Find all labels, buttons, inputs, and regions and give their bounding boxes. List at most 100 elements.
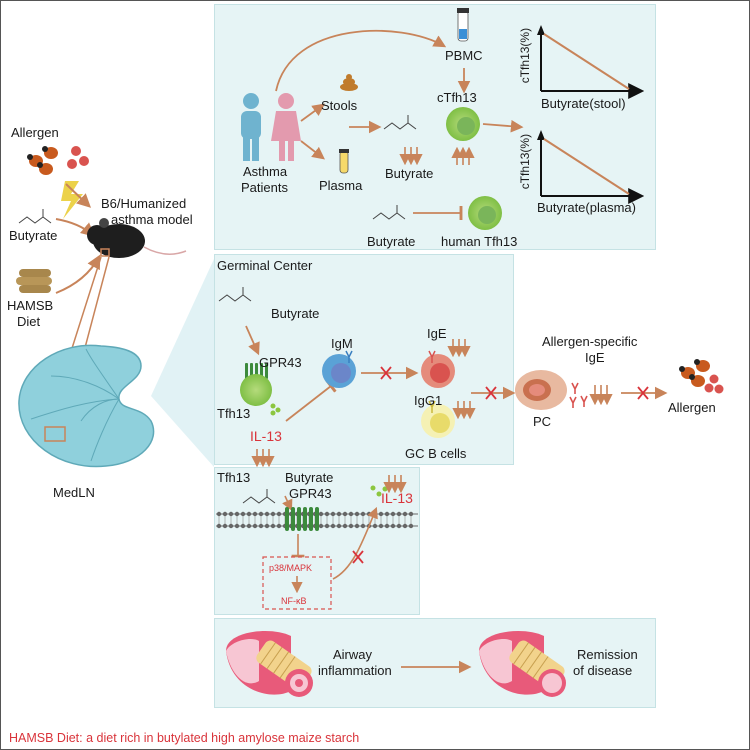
lipid-head [234,511,240,517]
lipid-head [360,511,366,517]
block-cross-pc-icon [485,386,497,400]
lipid-head [336,511,342,517]
block-cross-icon [380,366,392,380]
gc-butyrate-label: Butyrate [271,306,320,321]
allergen-specific-label-line2: IgE [585,350,605,365]
lymph-node-icon [18,344,155,468]
hamsb-diet-icon [16,269,52,293]
lipid-head [378,511,384,517]
lipid-head [258,523,264,529]
lipid-head [270,511,276,517]
lipid-head [216,523,222,529]
lipid-head [348,523,354,529]
antibody-icon [569,382,588,408]
lipid-head [228,523,234,529]
antibody-decrease-arrows-icon [589,385,613,406]
pbmc-tube-icon [457,8,469,42]
remission-label-line1: Remission [577,647,638,662]
pbmc-label: PBMC [445,48,483,63]
remission-label-line2: of disease [573,663,633,678]
pc-label: PC [533,414,552,429]
patient-female-icon [271,93,301,161]
projection-wedge [151,259,214,467]
il13-label: IL-13 [250,428,282,444]
germinal-center-panel [214,254,514,465]
lipid-head [222,523,228,529]
lipid-head [408,511,414,517]
gpr43-label: GPR43 [259,355,302,370]
tfh13-label: Tfh13 [217,406,251,421]
lipid-head [396,511,402,517]
model-label-line1: B6/Humanized [101,196,187,211]
lipid-head [366,511,372,517]
allergen-right-icon [679,359,724,394]
lightning-icon [61,181,83,219]
lipid-head [354,523,360,529]
p38-mapk-label: p38/MAPK [269,563,313,573]
lipid-head [222,511,228,517]
il13-decrease-arrows-icon [251,449,275,468]
igg1-decrease-arrows-icon [452,401,476,420]
lipid-head [264,511,270,517]
lipid-head [384,511,390,517]
patients-label-line2: Patients [241,180,288,195]
butyrate-decrease-arrows-icon [399,147,423,166]
allergen-right-label: Allergen [668,400,716,415]
patients-label-line1: Asthma [243,164,288,179]
footnote: HAMSB Diet: a diet rich in butylated hig… [9,731,360,745]
lipid-head [252,523,258,529]
lipid-head [252,511,258,517]
ige-decrease-arrows-icon [447,339,471,358]
lipid-head [276,523,282,529]
lipid-head [402,523,408,529]
plot2-xlabel: Butyrate(plasma) [537,200,636,215]
nfkb-label: NF-κB [281,596,307,606]
lipid-head [318,523,324,529]
butyrate-bottom-label: Butyrate [367,234,416,249]
lipid-head [264,523,270,529]
igg1-b-cell-icon [421,400,455,438]
airway-label-line1: Airway [333,647,373,662]
healthy-lung-icon [479,631,566,697]
lipid-head [396,523,402,529]
patient-male-icon [241,93,261,161]
plasma-cell-icon [515,370,567,410]
stools-label: Stools [321,98,358,113]
butyrate-molecule-mid-icon [383,115,417,130]
gpr43-membrane-icon [285,507,319,531]
lipid-head [228,511,234,517]
correlation-plot-stool [537,25,645,99]
il13-granules-icon [270,403,281,416]
lipid-head [318,511,324,517]
lipid-head [324,511,330,517]
igm-b-cell-icon [322,350,356,388]
ctfh13-label: cTfh13 [437,90,477,105]
lipid-head [354,511,360,517]
plot1-ylabel: cTfh13(%) [518,27,533,84]
ige-b-cell-icon [421,350,455,388]
lipid-head [246,511,252,517]
allergen-particle-icon [67,146,89,169]
inflamed-lung-icon [226,631,313,697]
lipid-head [384,523,390,529]
il13-sig-decrease-arrows-icon [383,475,407,494]
signaling-box [262,556,332,610]
butyrate-mid-label: Butyrate [385,166,434,181]
plot1-xlabel: Butyrate(stool) [541,96,626,111]
lipid-head [348,511,354,517]
butyrate-label-left: Butyrate [9,228,58,243]
sig-tfh13-label: Tfh13 [217,470,251,485]
lipid-head [258,511,264,517]
diet-label-line1: HAMSB [7,298,54,313]
model-label-line2: asthma model [111,212,193,227]
lipid-head [270,523,276,529]
lipid-head [408,523,414,529]
lipid-head [378,523,384,529]
lipid-head [276,511,282,517]
block-cross-sig-icon [352,550,364,564]
lipid-head [240,523,246,529]
igg1-label: IgG1 [414,393,443,408]
igm-label: IgM [331,336,353,351]
butyrate-molecule-icon [18,209,52,224]
